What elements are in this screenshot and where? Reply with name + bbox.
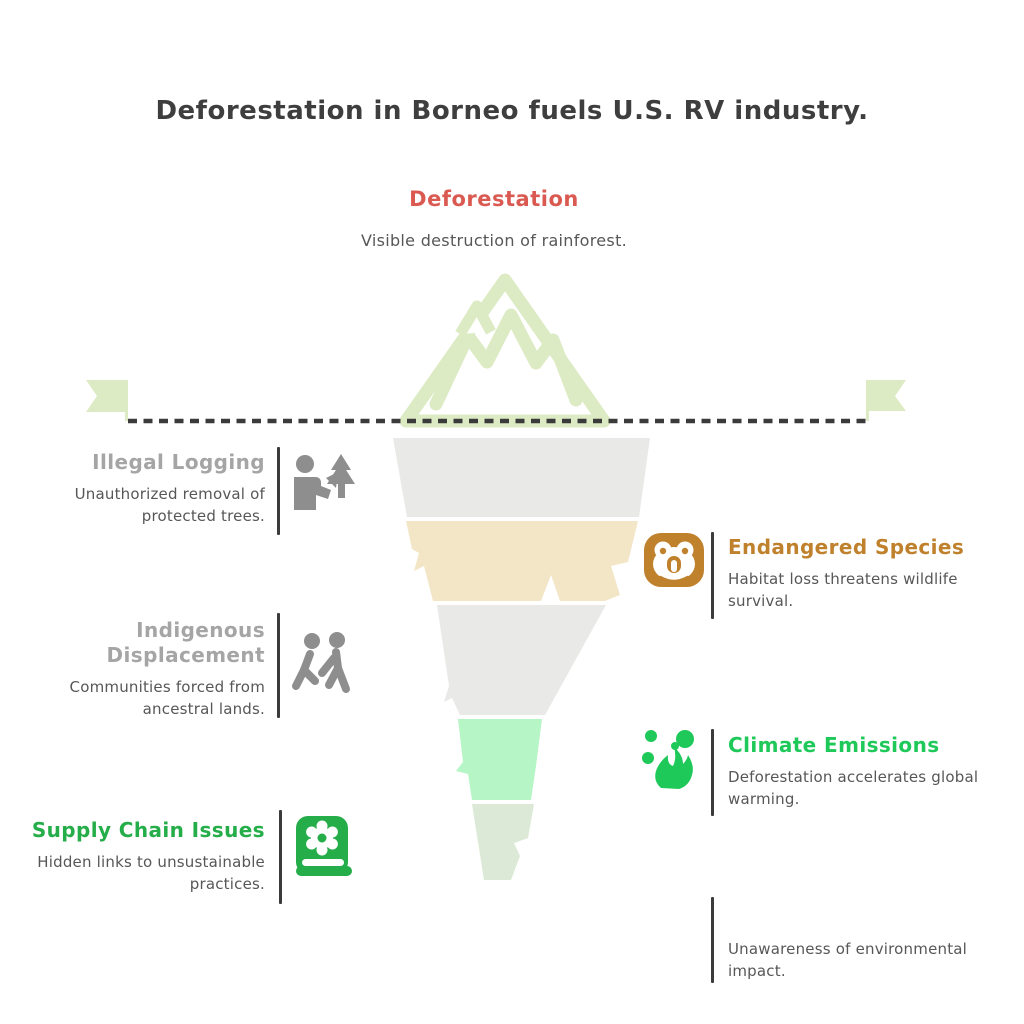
divider-endangered-species: [711, 532, 714, 619]
funnel-segment-2: [406, 521, 638, 601]
divider-unawareness: [711, 897, 714, 983]
supply-chain-issues-description: Hidden links to unsustainable practices.: [37, 853, 265, 893]
funnel-segment-3: [437, 605, 606, 715]
illegal-logging-description: Unauthorized removal of protected trees.: [74, 485, 265, 525]
funnel-segment-5: [472, 804, 534, 880]
climate-emissions-label: Climate Emissions: [728, 733, 940, 757]
endangered-species-label: Endangered Species: [728, 535, 965, 559]
unawareness-description: Unawareness of environmental impact.: [728, 940, 968, 980]
logging-person-tree-icon: [294, 454, 355, 510]
endangered-species-description: Habitat loss threatens wildlife survival…: [728, 570, 958, 610]
left-flag-icon: [86, 380, 128, 421]
block-endangered-species: Endangered Species Habitat loss threaten…: [728, 535, 1024, 613]
mountain-icon: [399, 273, 611, 428]
funnel-segment-4: [456, 719, 542, 800]
supply-chain-issues-label: Supply Chain Issues: [31, 818, 265, 842]
block-indigenous-displacement: Indigenous Displacement Communities forc…: [5, 618, 265, 721]
page-title: Deforestation in Borneo fuels U.S. RV in…: [155, 96, 869, 126]
block-climate-emissions: Climate Emissions Deforestation accelera…: [728, 733, 1024, 811]
climate-emissions-description: Deforestation accelerates global warming…: [728, 768, 979, 808]
block-illegal-logging: Illegal Logging Unauthorized removal of …: [5, 450, 265, 528]
emissions-flame-icon: [642, 730, 694, 789]
illegal-logging-label: Illegal Logging: [92, 450, 265, 474]
divider-supply-chain-issues: [279, 810, 282, 904]
book-gear-icon: [296, 816, 352, 876]
divider-climate-emissions: [711, 729, 714, 816]
block-unawareness: Unawareness of environmental impact.: [728, 930, 1024, 983]
surface-stage-description: Visible destruction of rainforest.: [360, 231, 628, 250]
block-supply-chain-issues: Supply Chain Issues Hidden links to unsu…: [0, 818, 265, 896]
divider-indigenous-displacement: [277, 613, 280, 718]
funnel-segment-1: [393, 438, 650, 517]
monkey-icon: [644, 533, 704, 587]
surface-stage-label: Deforestation: [409, 187, 579, 211]
indigenous-displacement-description: Communities forced from ancestral lands.: [69, 678, 265, 718]
indigenous-displacement-label: Indigenous Displacement: [106, 618, 265, 667]
walking-people-icon: [292, 632, 350, 693]
divider-illegal-logging: [277, 447, 280, 535]
right-flag-icon: [866, 380, 906, 421]
